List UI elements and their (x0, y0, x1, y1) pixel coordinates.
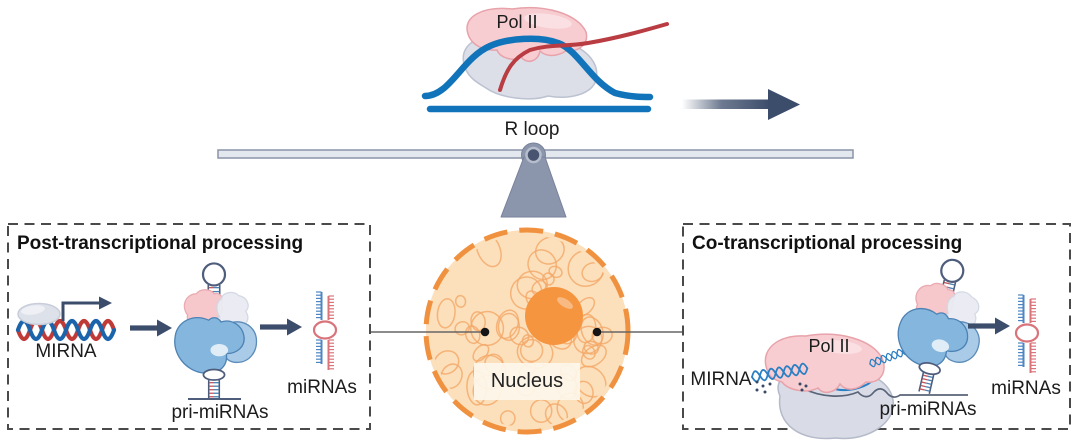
co-transcriptional-art (750, 250, 1040, 440)
pol2-highlight (524, 13, 572, 29)
pol2-top-label: Pol II (496, 12, 538, 32)
fulcrum (500, 142, 567, 218)
mirna-duplex-left (312, 290, 338, 372)
direction-arrow (682, 89, 800, 120)
post-transcriptional-art (15, 262, 338, 401)
step-arrow-2 (260, 318, 302, 336)
nucleus-label: Nucleus (474, 363, 580, 400)
tss-arrow (61, 296, 112, 321)
nascent-rna-line (801, 387, 968, 398)
gene-helix-blue (15, 318, 117, 342)
nuclear-envelope (423, 227, 631, 435)
step-arrow-1 (130, 319, 172, 337)
right-panel-title: Co-transcriptional processing (692, 233, 963, 254)
left-panel-title: Post-transcriptional processing (17, 233, 304, 254)
pol2-right-label: Pol II (808, 336, 850, 356)
pivot-point (525, 146, 542, 164)
right-mirna-label: miRNAs (991, 378, 1061, 399)
rloop-label: R loop (504, 119, 560, 140)
microprocessor-complex-left (173, 262, 258, 401)
right-primirna-label: pri-miRNAs (879, 399, 977, 420)
connector-left (371, 327, 490, 337)
mirna-duplex-right (1014, 293, 1040, 375)
pol2-rloop-illustration (421, 6, 800, 120)
rna-strand (498, 22, 669, 92)
left-primirna-label: pri-miRNAs (171, 402, 269, 423)
left-mirna-label: miRNAs (287, 377, 357, 398)
nucleolus (525, 287, 583, 345)
nucleotide-dots (755, 380, 808, 394)
left-gene-label: MIRNA (35, 341, 97, 362)
right-gene-label: MIRNA (690, 369, 752, 390)
dna-strand-loop (421, 35, 654, 101)
connector-right (592, 327, 682, 337)
left-panel-box (7, 223, 371, 430)
